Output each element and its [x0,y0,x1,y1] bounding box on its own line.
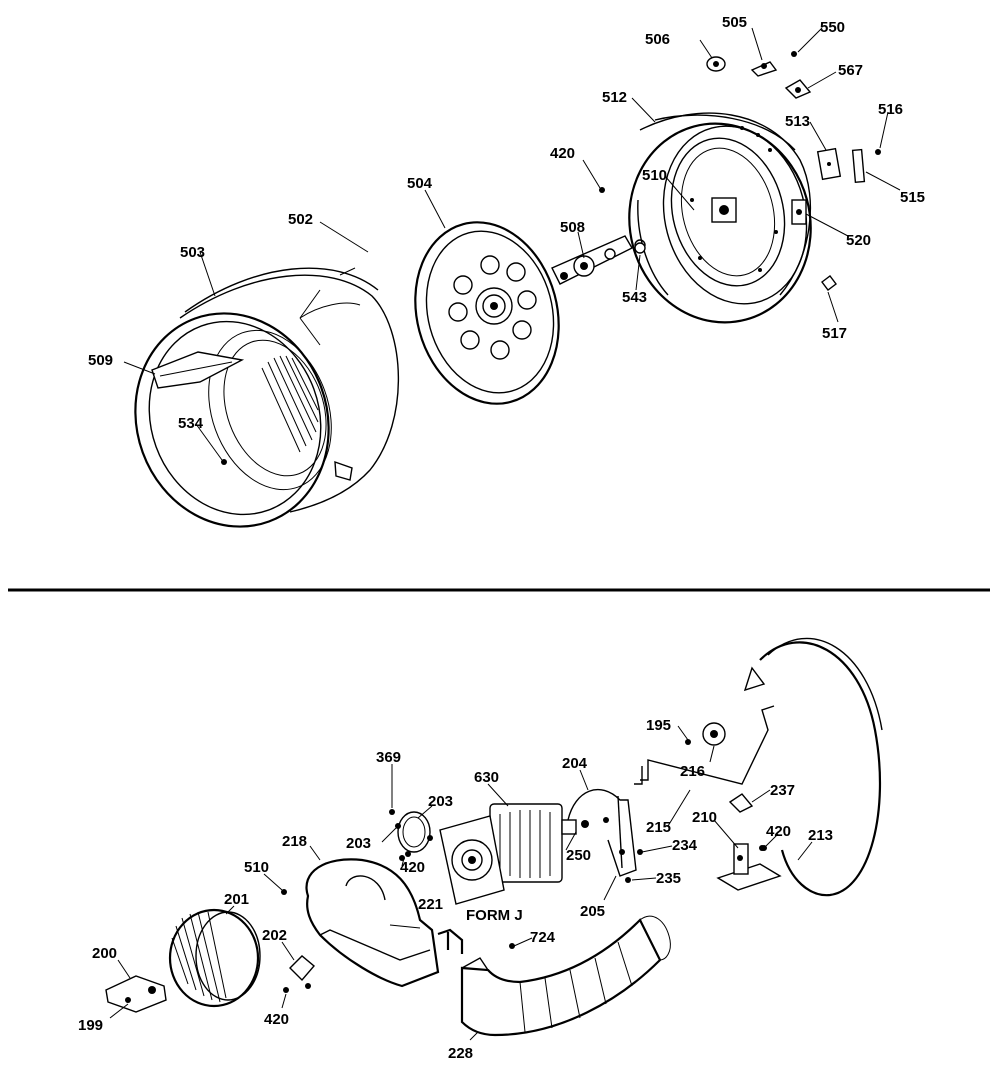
label-724: 724 [530,929,556,946]
label-237: 237 [770,782,795,799]
label-420-blower: 420 [264,1011,289,1028]
label-215: 215 [646,819,671,836]
drum-baffle [151,351,245,389]
label-369: 369 [376,749,401,766]
label-420-motor: 420 [400,859,425,876]
label-234: 234 [672,837,698,854]
label-506: 506 [645,31,670,48]
rear-bulkhead [628,112,812,324]
label-218: 218 [282,833,307,850]
label-520: 520 [846,232,871,249]
drive-belt [743,637,883,897]
label-567: 567 [838,62,863,79]
motor-clamp [389,809,433,857]
part-labels-bottom: 195 216 237 210 420 213 215 234 235 204 … [78,717,833,1062]
label-510-top: 510 [642,167,667,184]
blower-wheel [168,908,261,1008]
label-199: 199 [78,1017,103,1034]
label-420-top: 420 [550,145,575,162]
drum-assembly-section: 506 505 550 567 512 513 516 515 420 510 … [88,14,925,528]
blower-housing [305,858,440,988]
blower-bracket [289,955,315,982]
part-labels-top: 506 505 550 567 512 513 516 515 420 510 … [88,14,925,432]
exhaust-duct [460,915,671,1037]
label-515: 515 [900,189,925,206]
label-504: 504 [407,175,433,192]
label-505: 505 [722,14,747,31]
label-204: 204 [562,755,588,772]
label-195: 195 [646,717,671,734]
label-508: 508 [560,219,585,236]
label-235: 235 [656,870,681,887]
label-200: 200 [92,945,117,962]
label-517: 517 [822,325,847,342]
bearing-bracket [551,235,646,285]
label-630: 630 [474,769,499,786]
label-216: 216 [680,763,705,780]
label-512: 512 [602,89,627,106]
label-203-upper: 203 [428,793,453,810]
label-509: 509 [88,352,113,369]
label-502: 502 [288,211,313,228]
label-550: 550 [820,19,845,36]
leader-lines-top [123,27,901,461]
label-510-bottom: 510 [244,859,269,876]
label-202: 202 [262,927,287,944]
label-205: 205 [580,903,605,920]
motor-blower-section: 195 216 237 210 420 213 215 234 235 204 … [78,637,883,1062]
label-420-switch: 420 [766,823,791,840]
leader-lines-bottom [109,725,813,1041]
drum-fins [261,355,319,453]
small-parts-top [221,51,881,465]
label-201: 201 [224,891,249,908]
blower-bearing [105,975,167,1013]
label-213: 213 [808,827,833,844]
idler-spring [728,793,754,813]
drum-rear-panel [414,221,560,405]
motor-bracket [567,789,643,883]
label-516: 516 [878,101,903,118]
motor-terminal [437,928,464,954]
label-228: 228 [448,1045,473,1062]
drive-motor [439,803,589,905]
idler-assembly [634,705,775,785]
label-543: 543 [622,289,647,306]
label-503: 503 [180,244,205,261]
label-513: 513 [785,113,810,130]
label-250: 250 [566,847,591,864]
label-210: 210 [692,809,717,826]
label-203-lower: 203 [346,835,371,852]
label-221: 221 [418,896,443,913]
drum [134,267,400,528]
form-note: FORM J [466,907,523,924]
motor-switch [716,843,782,891]
label-534: 534 [178,415,204,432]
